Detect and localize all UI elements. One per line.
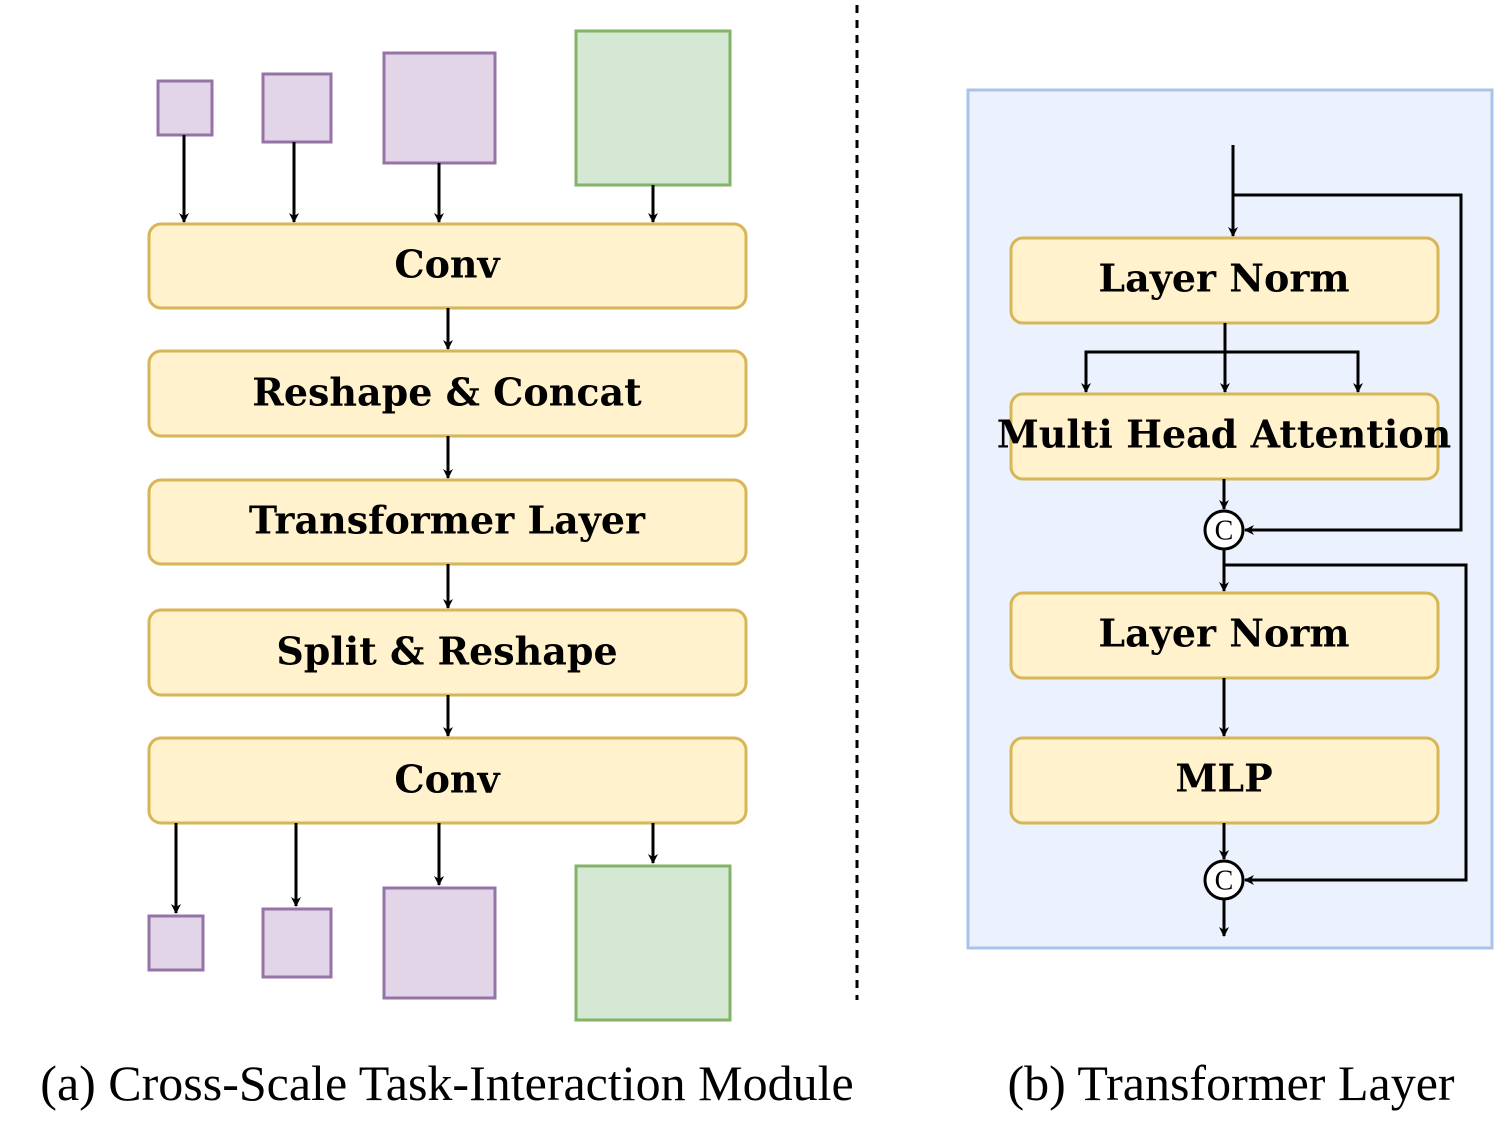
output-feature-map-scale-4 bbox=[574, 864, 732, 1022]
input-feature-map-scale-2 bbox=[261, 72, 333, 144]
skip-connection-1 bbox=[1233, 193, 1463, 535]
input-feature-map-scale-1 bbox=[156, 79, 214, 137]
mlp-label: MLP bbox=[1175, 756, 1272, 801]
multi-head-attention-block: Multi Head Attention bbox=[997, 392, 1452, 481]
output-feature-map-scale-3 bbox=[382, 886, 497, 1000]
layer-norm-1-label: Layer Norm bbox=[1098, 256, 1349, 301]
mlp-block: MLP bbox=[1009, 736, 1440, 825]
transformer-layer-label: Transformer Layer bbox=[249, 498, 646, 543]
panel-b-caption: (b) Transformer Layer bbox=[1007, 1055, 1454, 1111]
transformer-layer-block: Transformer Layer bbox=[147, 478, 748, 566]
concat-symbol-1: C bbox=[1215, 516, 1234, 547]
conv-top-block: Conv bbox=[147, 222, 748, 310]
concat-symbol-2: C bbox=[1215, 866, 1234, 897]
concat-node-1: C bbox=[1203, 509, 1245, 551]
reshape-concat-label: Reshape & Concat bbox=[252, 370, 642, 415]
split-reshape-block: Split & Reshape bbox=[147, 608, 748, 697]
split-reshape-label: Split & Reshape bbox=[276, 629, 617, 674]
conv-top-label: Conv bbox=[394, 242, 501, 287]
layer-norm-1-block: Layer Norm bbox=[1009, 236, 1440, 325]
reshape-concat-block: Reshape & Concat bbox=[147, 349, 748, 438]
conv-bottom-block: Conv bbox=[147, 736, 748, 825]
concat-node-2: C bbox=[1203, 859, 1245, 901]
output-feature-map-scale-1 bbox=[147, 914, 205, 972]
input-feature-map-scale-4 bbox=[574, 29, 732, 187]
output-feature-map-scale-2 bbox=[261, 907, 333, 979]
panel-transformer-layer: Layer Norm Multi Head Attention C Layer … bbox=[966, 88, 1494, 1111]
panel-a-caption: (a) Cross-Scale Task-Interaction Module bbox=[40, 1055, 853, 1111]
layer-norm-2-block: Layer Norm bbox=[1009, 591, 1440, 680]
input-feature-map-scale-3 bbox=[382, 51, 497, 165]
multi-head-attention-label: Multi Head Attention bbox=[997, 412, 1452, 457]
arrow-layer-norm-to-attention-key bbox=[1225, 350, 1363, 393]
panel-cross-scale-task-interaction: Conv Reshape & Concat Transformer Layer … bbox=[40, 29, 854, 1111]
skip-connection-2 bbox=[1224, 563, 1468, 885]
arrow-layer-norm-to-attention-query bbox=[1081, 350, 1225, 393]
conv-bottom-label: Conv bbox=[394, 757, 501, 802]
layer-norm-2-label: Layer Norm bbox=[1098, 611, 1349, 656]
